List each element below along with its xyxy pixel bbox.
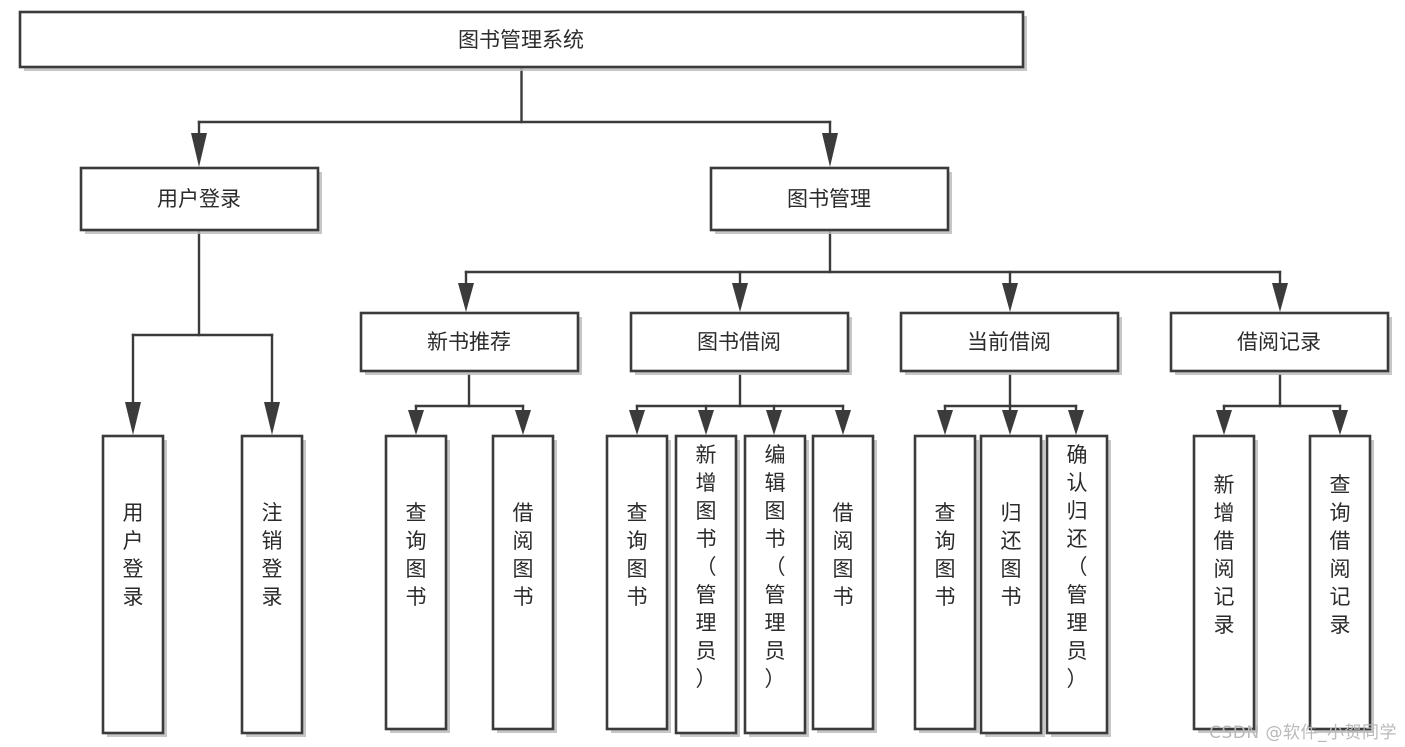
current-borrow-box <box>899 311 1120 373</box>
leaf-query-book-2-label: 查询图书 <box>627 501 648 609</box>
book-manage-box <box>709 166 950 232</box>
node-new-book-recommend[interactable]: 新书推荐 <box>359 311 582 375</box>
node-book-manage[interactable]: 图书管理 <box>709 166 952 234</box>
leaf-borrow-book-1-box <box>491 434 555 731</box>
node-borrow-record[interactable]: 借阅记录 <box>1169 311 1392 375</box>
book-borrow-label: 图书借阅 <box>697 330 781 354</box>
book-borrow-box <box>629 311 850 373</box>
leaf-query-book-3-label: 查询图书 <box>935 501 956 609</box>
leaf-edit-book-label: 编辑图书（管理员） <box>765 443 786 691</box>
new-book-recommend-box <box>359 311 580 373</box>
arrow-leaf-user-login <box>125 402 141 435</box>
arrow-query-book-1 <box>408 410 424 435</box>
arrow-edit-book <box>766 410 782 435</box>
leaf-add-book-label: 新增图书（管理员） <box>696 443 717 691</box>
node-leaf-confirm-return[interactable]: 确认归还（管理员） <box>1045 434 1111 737</box>
node-leaf-return-book[interactable]: 归还图书 <box>979 434 1045 737</box>
leaf-query-book-1-box <box>384 434 448 731</box>
arrow-book-borrow <box>732 283 748 312</box>
current-borrow-label: 当前借阅 <box>967 330 1051 354</box>
arrow-query-record <box>1332 410 1348 435</box>
leaf-query-record-box <box>1308 434 1372 731</box>
node-root[interactable]: 图书管理系统 <box>18 10 1027 71</box>
node-leaf-edit-book[interactable]: 编辑图书（管理员） <box>743 434 809 737</box>
leaf-return-book-box <box>979 434 1043 735</box>
arrow-query-book-3 <box>937 410 953 435</box>
edges-layer <box>125 65 1348 435</box>
leaf-borrow-book-1-label: 借阅图书 <box>513 501 534 609</box>
new-book-recommend-label: 新书推荐 <box>427 330 511 354</box>
node-leaf-query-book-2[interactable]: 查询图书 <box>605 434 671 733</box>
borrow-record-label: 借阅记录 <box>1237 330 1321 354</box>
arrow-borrow-record <box>1272 283 1288 312</box>
arrow-leaf-user-logout <box>264 402 280 435</box>
leaf-borrow-book-2-label: 借阅图书 <box>833 501 854 609</box>
arrow-borrow-book-2 <box>835 410 851 435</box>
node-leaf-add-record[interactable]: 新增借阅记录 <box>1192 434 1258 733</box>
leaf-user-login-label: 用户登录 <box>123 501 144 609</box>
arrow-confirm-return <box>1068 410 1084 435</box>
leaf-add-record-box <box>1192 434 1256 731</box>
node-leaf-query-book-3[interactable]: 查询图书 <box>913 434 979 733</box>
leaf-add-book-box <box>674 434 738 735</box>
root-box <box>18 10 1025 69</box>
leaf-add-record-label: 新增借阅记录 <box>1214 473 1235 637</box>
arrow-add-book <box>698 410 714 435</box>
leaf-query-book-3-box <box>913 434 977 731</box>
arrow-return-book <box>1002 410 1018 435</box>
root-label: 图书管理系统 <box>458 28 584 52</box>
arrow-book-manage <box>822 133 838 167</box>
user-login-box <box>79 166 320 232</box>
user-login-label: 用户登录 <box>157 187 241 211</box>
node-leaf-user-logout[interactable]: 注销登录 <box>240 434 306 737</box>
leaf-confirm-return-box <box>1045 434 1109 735</box>
book-manage-label: 图书管理 <box>787 187 871 211</box>
arrow-current-borrow <box>1002 283 1018 312</box>
node-leaf-borrow-book-2[interactable]: 借阅图书 <box>811 434 877 733</box>
node-leaf-borrow-book-1[interactable]: 借阅图书 <box>491 434 557 733</box>
node-leaf-query-record[interactable]: 查询借阅记录 <box>1308 434 1374 733</box>
arrow-borrow-book-1 <box>515 410 531 435</box>
arrow-user-login <box>191 133 207 167</box>
node-leaf-user-login[interactable]: 用户登录 <box>101 434 167 737</box>
node-current-borrow[interactable]: 当前借阅 <box>899 311 1122 375</box>
leaf-user-login-box <box>101 434 165 735</box>
node-user-login[interactable]: 用户登录 <box>79 166 322 234</box>
arrow-add-record <box>1216 410 1232 435</box>
leaf-query-book-1-label: 查询图书 <box>406 501 427 609</box>
leaf-edit-book-box <box>743 434 807 735</box>
borrow-record-box <box>1169 311 1390 373</box>
leaf-query-book-2-box <box>605 434 669 731</box>
leaf-return-book-label: 归还图书 <box>1001 501 1022 609</box>
leaf-user-logout-box <box>240 434 304 735</box>
leaf-user-logout-label: 注销登录 <box>262 501 283 609</box>
node-leaf-add-book[interactable]: 新增图书（管理员） <box>674 434 740 737</box>
node-book-borrow[interactable]: 图书借阅 <box>629 311 852 375</box>
arrow-query-book-2 <box>629 410 645 435</box>
arrow-new-book-recommend <box>458 283 474 312</box>
leaf-borrow-book-2-box <box>811 434 875 731</box>
leaf-confirm-return-label: 确认归还（管理员） <box>1067 443 1088 691</box>
node-leaf-query-book-1[interactable]: 查询图书 <box>384 434 450 733</box>
leaf-query-record-label: 查询借阅记录 <box>1330 473 1351 637</box>
